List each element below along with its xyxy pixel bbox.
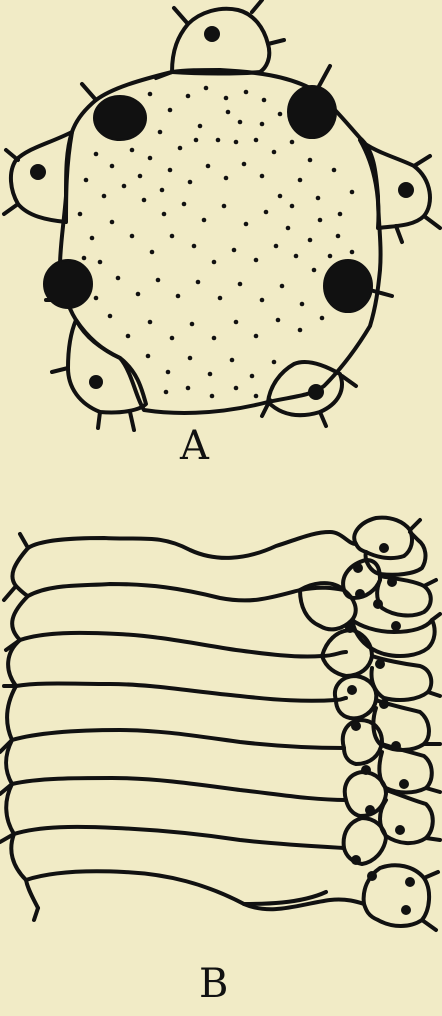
- peripheral-cell-lower-left: [68, 320, 146, 413]
- long-cell-boundary-6: [12, 778, 346, 800]
- dark-cell-upper-right: [288, 86, 336, 138]
- panel-a-label: A: [180, 426, 209, 466]
- long-cell-boundary-9: [26, 880, 326, 908]
- dark-cell-lower-left: [44, 260, 92, 308]
- dark-guard-cells: [44, 86, 372, 312]
- panel-a: [4, 0, 440, 430]
- long-cell-boundary-5: [12, 730, 344, 748]
- small-cell-14: [380, 790, 433, 843]
- long-cell-boundary-7: [14, 827, 344, 848]
- panel-b: [0, 518, 440, 930]
- long-cell-boundary-1: [28, 532, 356, 558]
- long-cell-boundary-4: [16, 684, 346, 701]
- small-cell-2: [366, 532, 426, 575]
- dark-cell-upper-left: [94, 96, 146, 140]
- small-cell-15: [344, 818, 386, 864]
- peripheral-cell-lower-right: [268, 362, 342, 415]
- panel-b-label: B: [199, 964, 228, 1004]
- long-cell-boundary-3: [20, 633, 346, 657]
- long-cell-boundary-8: [26, 871, 364, 909]
- dark-cell-lower-right: [324, 260, 372, 312]
- long-cell-boundary-2: [28, 584, 344, 600]
- peripheral-cell-top: [172, 9, 269, 74]
- small-cell-4: [377, 576, 431, 615]
- small-cell-9: [335, 676, 376, 718]
